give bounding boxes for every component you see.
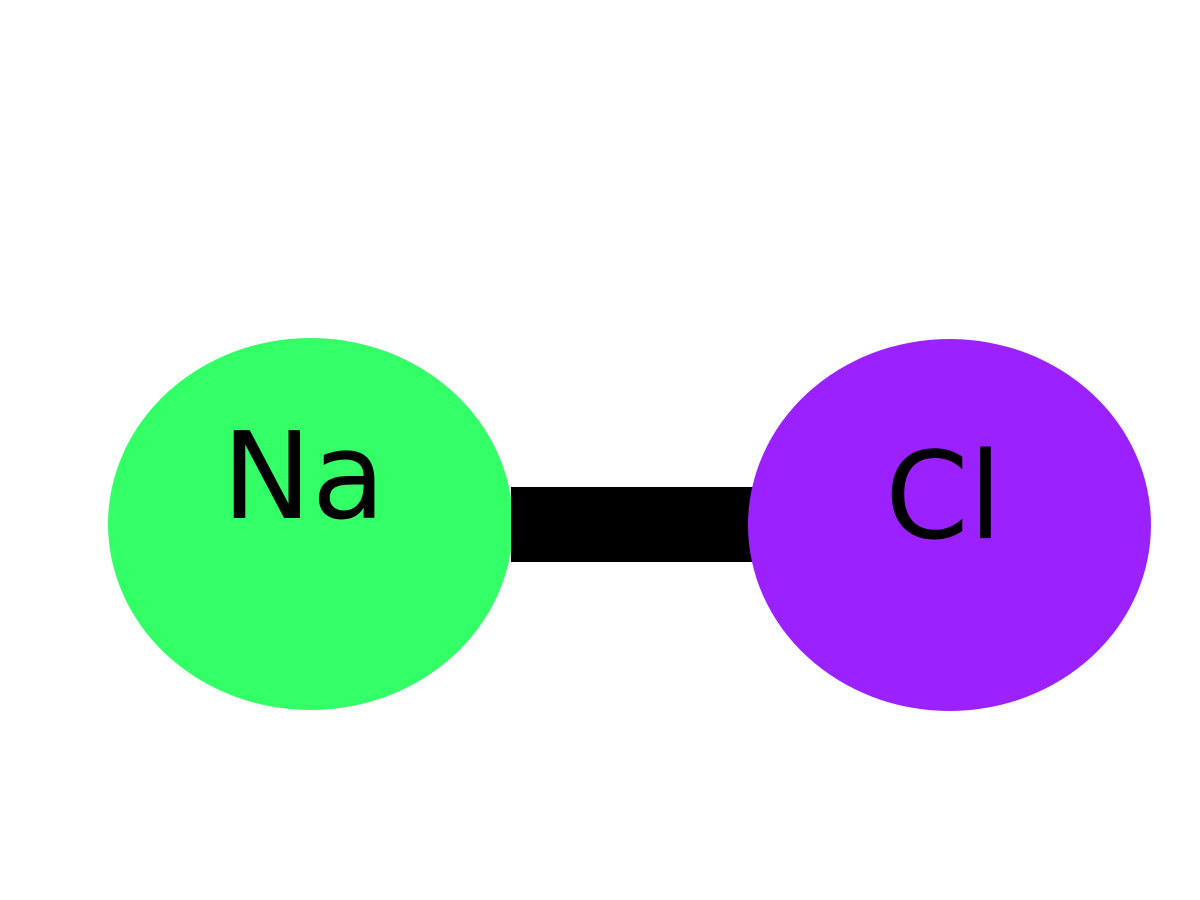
sodium-atom <box>108 338 513 710</box>
chlorine-label: Cl <box>885 428 1003 567</box>
chlorine-atom <box>748 339 1151 711</box>
sodium-label: Na <box>222 408 386 547</box>
ionic-bond <box>511 487 761 562</box>
